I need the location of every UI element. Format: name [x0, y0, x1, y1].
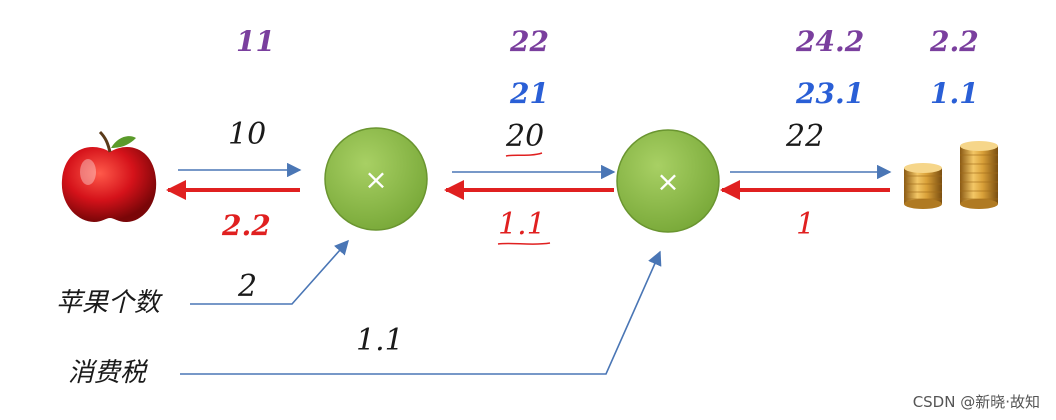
backward-value-total: 1 — [796, 207, 816, 242]
top-value-2-2: 2.2 — [930, 25, 979, 58]
forward-value-subtotal: 20 — [506, 119, 545, 154]
underline-1.1 — [497, 242, 551, 245]
forward-value-apple-price: 10 — [228, 117, 267, 152]
backward-value-subtotal: 1.1 — [498, 207, 546, 242]
underline-20 — [505, 152, 543, 157]
backward-value-apple-price: 2.2 — [222, 209, 271, 242]
forward-value-apple-count: 2 — [238, 269, 258, 304]
tax-label: 消费税 — [68, 358, 147, 388]
multiply-node-1 — [324, 127, 428, 231]
forward-arrow-count-to-mul1 — [190, 239, 349, 305]
forward-arrow-tax-to-mul2 — [180, 250, 662, 375]
coins-icon — [904, 141, 998, 209]
top-value-11: 11 — [236, 25, 275, 58]
top-value-24-2: 24.2 — [796, 25, 865, 58]
top-value-22: 22 — [510, 25, 549, 58]
watermark: CSDN @新晓·故知 — [912, 393, 1040, 411]
multiply-node-2 — [616, 129, 720, 233]
top-value-21: 21 — [510, 77, 549, 110]
forward-value-tax: 1.1 — [356, 323, 404, 358]
forward-value-total: 22 — [786, 119, 825, 154]
apple-count-label: 苹果个数 — [56, 288, 161, 318]
top-value-1-1: 1.1 — [930, 77, 979, 110]
top-value-23-1: 23.1 — [796, 77, 865, 110]
multiply-symbol-2: × — [656, 165, 679, 198]
multiply-symbol-1: × — [364, 163, 387, 196]
apple-icon — [61, 130, 157, 222]
